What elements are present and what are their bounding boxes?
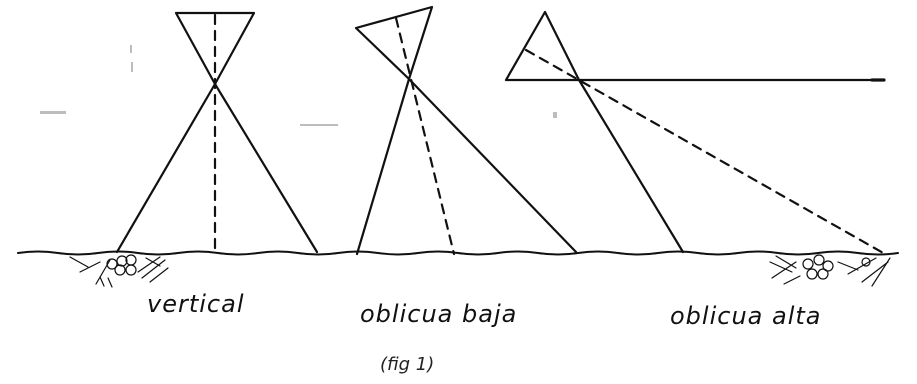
high-oblique-camera-diagram bbox=[504, 10, 887, 256]
low-oblique-ray-left bbox=[355, 77, 411, 256]
low-oblique-axis-dashed bbox=[394, 16, 456, 256]
ground-line bbox=[17, 250, 899, 256]
low-oblique-lens-cone bbox=[354, 5, 434, 81]
high-oblique-lens-cone bbox=[504, 10, 581, 82]
high-oblique-axis-dashed bbox=[524, 48, 887, 256]
terrain-sketch-right bbox=[769, 254, 891, 287]
high-oblique-ray-near bbox=[577, 78, 685, 254]
low-oblique-camera-diagram bbox=[354, 5, 578, 256]
figure-caption: (fig 1) bbox=[380, 354, 434, 375]
vertical-ray-left bbox=[115, 82, 217, 254]
vertical-camera-diagram bbox=[115, 11, 319, 256]
vertical-ray-right bbox=[213, 82, 319, 254]
terrain-sketch-left bbox=[69, 254, 169, 288]
scan-artifacts bbox=[40, 45, 557, 126]
label-high-oblique: oblicua alta bbox=[670, 302, 822, 330]
low-oblique-ray-right bbox=[407, 77, 578, 254]
label-low-oblique: oblicua baja bbox=[360, 300, 517, 328]
vertical-lens-cone bbox=[174, 11, 256, 86]
label-vertical: vertical bbox=[147, 290, 244, 318]
